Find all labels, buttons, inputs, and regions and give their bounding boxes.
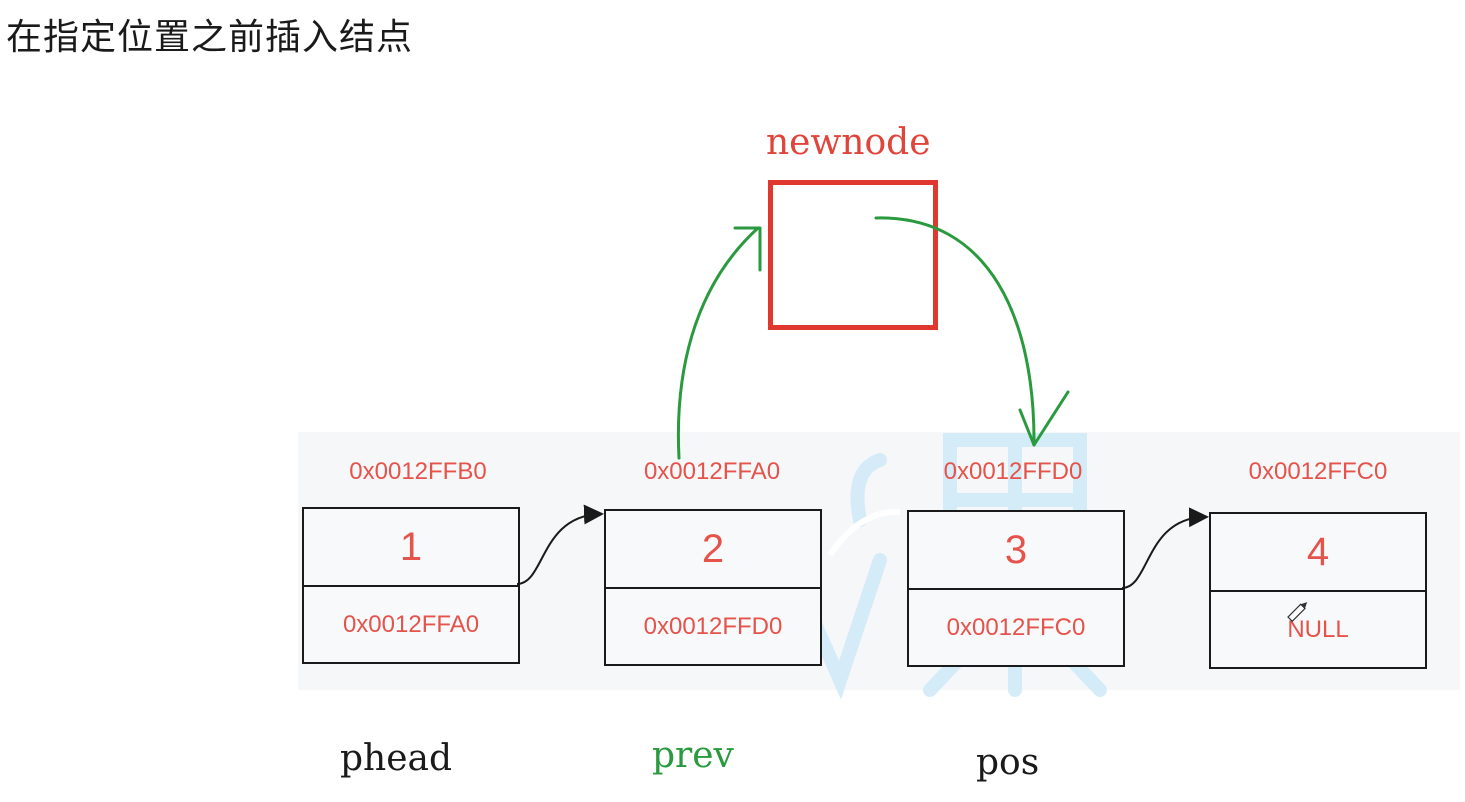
pointer-label-pos: pos bbox=[976, 742, 1040, 783]
page-title: 在指定位置之前插入结点 bbox=[6, 17, 414, 58]
green-arrow-prev-to-newnode bbox=[676, 226, 760, 460]
node-address-1: 0x0012FFB0 bbox=[349, 458, 487, 485]
next-arrow-3-4 bbox=[1121, 507, 1209, 589]
node-address-4: 0x0012FFC0 bbox=[1248, 458, 1388, 485]
list-node-3: 3 0x0012FFC0 bbox=[907, 510, 1125, 667]
node-next-pointer: 0x0012FFC0 bbox=[946, 613, 1086, 641]
node-value: 1 bbox=[304, 509, 518, 587]
pointer-label-prev: prev bbox=[652, 735, 734, 776]
list-node-2: 2 0x0012FFD0 bbox=[604, 509, 822, 666]
node-next-pointer: 0x0012FFA0 bbox=[342, 610, 480, 638]
node-address-2: 0x0012FFA0 bbox=[643, 458, 781, 485]
faint-arc bbox=[827, 508, 901, 557]
pointer-label-phead: phead bbox=[340, 738, 453, 779]
node-next-pointer: NULL bbox=[1287, 615, 1349, 643]
node-address-3: 0x0012FFD0 bbox=[943, 458, 1083, 485]
green-arrowhead-left bbox=[733, 226, 762, 272]
node-value: 2 bbox=[606, 511, 820, 589]
newnode-box bbox=[768, 180, 938, 330]
node-value: 4 bbox=[1211, 514, 1425, 592]
node-value: 3 bbox=[909, 512, 1123, 590]
newnode-label: newnode bbox=[766, 122, 931, 163]
node-next-pointer: 0x0012FFD0 bbox=[643, 612, 783, 640]
next-arrow-1-2 bbox=[516, 504, 604, 585]
green-arrow-newnode-to-pos bbox=[874, 216, 1036, 447]
list-node-1: 1 0x0012FFA0 bbox=[302, 507, 520, 664]
green-arrowhead-right bbox=[1018, 390, 1070, 447]
list-node-4: 4 NULL bbox=[1209, 512, 1427, 669]
